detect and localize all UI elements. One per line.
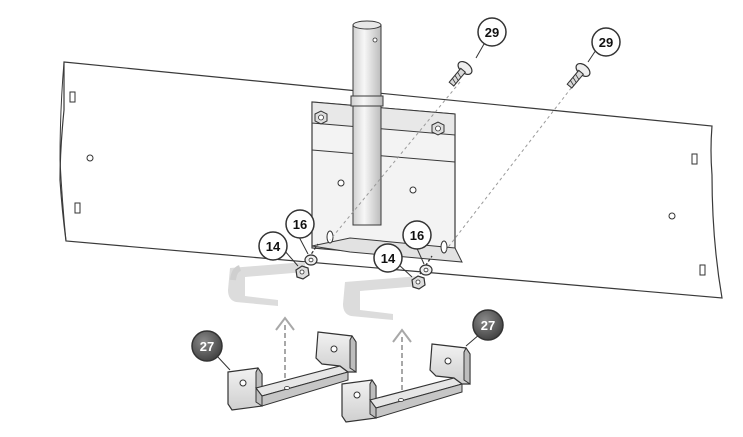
callout-label: 14	[381, 251, 396, 266]
hex-nut-icon	[314, 110, 328, 125]
callout-label: 16	[410, 228, 424, 243]
callout-label: 16	[293, 217, 307, 232]
bracket-left	[227, 331, 357, 411]
plate-hole	[337, 179, 345, 187]
up-arrow-icon	[392, 328, 412, 398]
hex-nut-icon	[295, 265, 310, 280]
callout-washer-left: 16	[285, 209, 315, 239]
bracket-target-right	[343, 276, 420, 320]
carriage-bolt-icon	[448, 60, 473, 87]
blade-slot	[74, 202, 81, 214]
blade-hole	[668, 212, 676, 220]
callout-label: 27	[481, 318, 495, 333]
callout-nut-right: 14	[373, 243, 403, 273]
carriage-bolt-icon	[566, 62, 591, 89]
blade-hole	[86, 154, 94, 162]
callout-bracket-left: 27	[191, 330, 223, 362]
hex-nut-icon	[431, 121, 445, 136]
washer-icon	[419, 264, 433, 276]
up-arrow-icon	[275, 316, 295, 386]
plate-hole	[409, 186, 417, 194]
vertical-post	[350, 20, 384, 226]
callout-bracket-right: 27	[472, 309, 504, 341]
bracket-right	[341, 343, 471, 423]
washer-icon	[304, 254, 318, 266]
callout-screw-left: 29	[477, 17, 507, 47]
hex-nut-icon	[411, 275, 426, 290]
blade-slot	[69, 91, 76, 103]
callout-label: 14	[266, 239, 281, 254]
mounting-plate	[311, 101, 463, 263]
callout-label: 27	[200, 339, 214, 354]
bracket-target-left	[228, 262, 305, 306]
callout-screw-right: 29	[591, 27, 621, 57]
blade-slot	[699, 264, 706, 276]
blade-slot	[691, 153, 698, 165]
callout-nut-left: 14	[258, 231, 288, 261]
guide-lines	[329, 81, 576, 251]
callout-label: 29	[485, 25, 499, 40]
callout-washer-right: 16	[402, 220, 432, 250]
callout-label: 29	[599, 35, 613, 50]
